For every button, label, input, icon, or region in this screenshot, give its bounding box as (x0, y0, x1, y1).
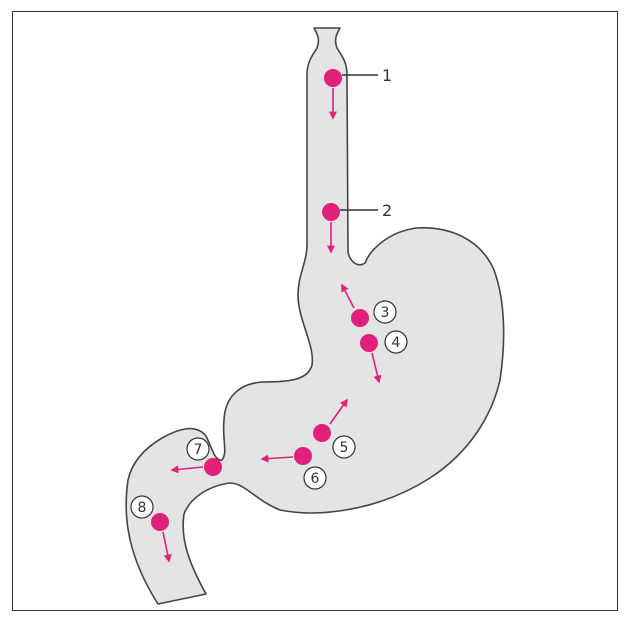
marker-2 (322, 203, 340, 221)
label-5: 5 (340, 440, 349, 456)
label-2: 2 (382, 201, 392, 220)
label-4: 4 (392, 335, 401, 351)
marker-1 (324, 69, 342, 87)
label-3: 3 (381, 305, 390, 321)
marker-6 (294, 447, 312, 465)
label-1: 1 (382, 66, 392, 85)
marker-5 (313, 424, 331, 442)
marker-4 (360, 334, 378, 352)
marker-7 (204, 458, 222, 476)
marker-3 (351, 309, 369, 327)
marker-8 (151, 513, 169, 531)
label-7: 7 (194, 442, 203, 458)
stomach-outline (126, 28, 504, 604)
label-8: 8 (138, 500, 147, 516)
label-6: 6 (311, 471, 320, 487)
